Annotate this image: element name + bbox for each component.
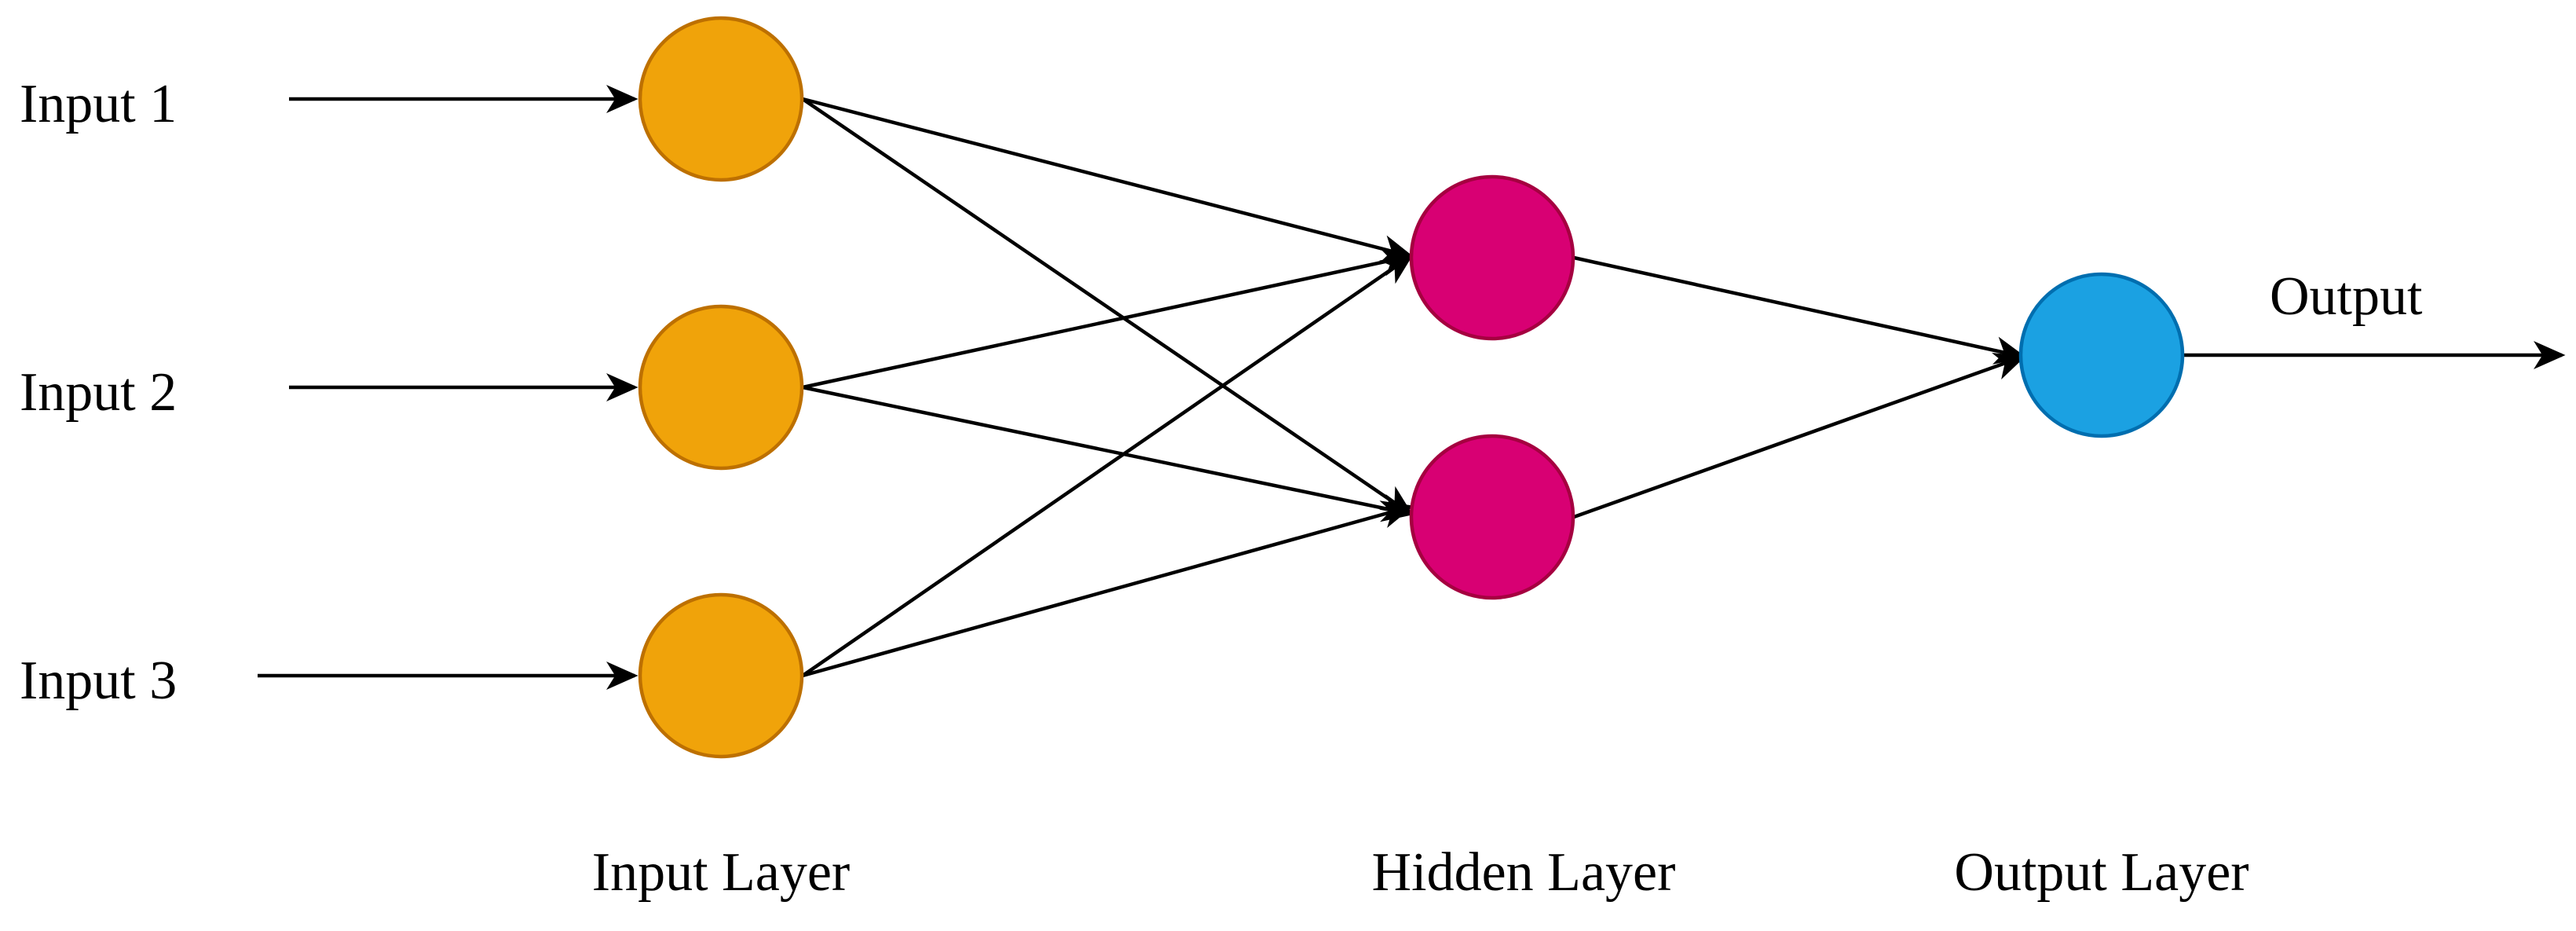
edge-hidden2-output xyxy=(1573,353,2027,519)
input-label-2: Input 2 xyxy=(20,362,177,423)
edge-input2-hidden2 xyxy=(802,385,1414,522)
hidden-node-2 xyxy=(1409,434,1575,600)
hidden-node-1 xyxy=(1409,174,1575,341)
input-label-1: Input 1 xyxy=(20,74,177,134)
edge-input1-hidden2 xyxy=(801,97,1414,516)
input-label-3: Input 3 xyxy=(20,651,177,711)
output-node xyxy=(2018,272,2185,438)
input-layer-label: Input Layer xyxy=(592,842,850,903)
edge-input2-hidden1 xyxy=(802,247,1414,390)
output-layer-label: Output Layer xyxy=(1954,842,2249,903)
input-node-1 xyxy=(638,16,804,182)
edge-input1-hidden1 xyxy=(802,97,1414,263)
input-node-3 xyxy=(638,592,804,759)
input-node-2 xyxy=(638,304,804,471)
edge-hidden1-output xyxy=(1573,255,2027,365)
hidden-layer-label: Hidden Layer xyxy=(1372,842,1676,903)
edge-input3-hidden1 xyxy=(801,254,1414,677)
edge-input3-hidden2 xyxy=(802,500,1414,678)
output-label: Output xyxy=(2270,266,2423,327)
